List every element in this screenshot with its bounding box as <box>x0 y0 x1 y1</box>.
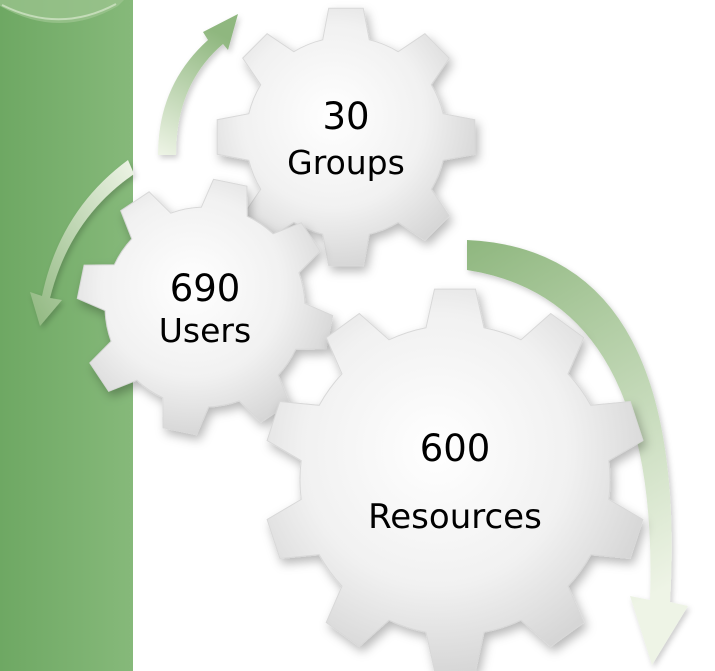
gear-groups-icon <box>216 7 476 267</box>
curved-arrow-icon <box>30 160 134 326</box>
curved-arrow-icon <box>158 14 238 155</box>
curved-arrow-icon <box>467 240 688 665</box>
gears-layer <box>76 7 644 671</box>
arrow-groups-to-users <box>30 160 134 326</box>
gear-resources-icon <box>266 288 644 671</box>
arrow-resources-cycle <box>467 240 688 665</box>
gear-users-icon <box>76 178 334 436</box>
arrow-users-to-groups <box>158 14 238 155</box>
